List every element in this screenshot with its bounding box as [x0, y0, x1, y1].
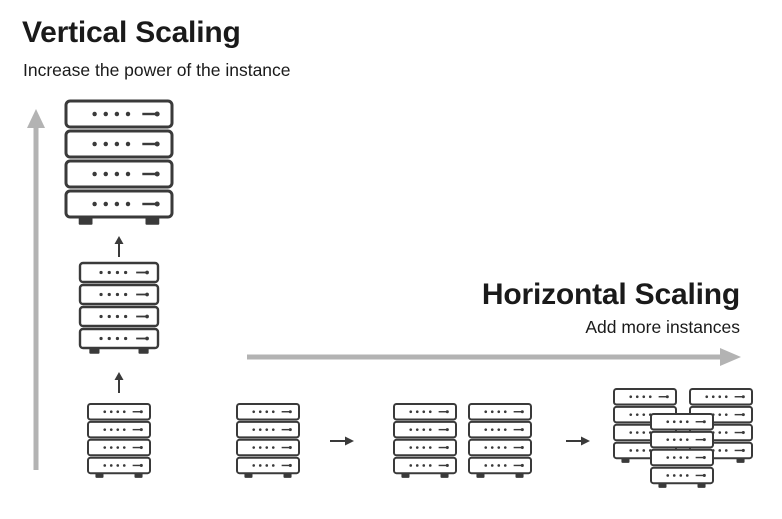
arrow-right-icon: [566, 436, 590, 446]
server-rack-icon: [87, 403, 151, 478]
horizontal-scaling-subtitle: Add more instances: [585, 317, 740, 337]
arrow-right-icon: [330, 436, 354, 446]
server-rack-icon: [64, 99, 174, 225]
vertical-scaling-subtitle: Increase the power of the instance: [23, 60, 291, 80]
server-rack-icon: [650, 413, 714, 488]
arrow-up-icon: [114, 372, 124, 393]
server-group: [64, 99, 753, 488]
horizontal-scaling-arrow: [247, 348, 741, 366]
server-rack-icon: [393, 403, 457, 478]
arrow-up-icon: [114, 236, 124, 257]
vertical-scaling-arrow: [27, 109, 45, 470]
server-rack-icon: [468, 403, 532, 478]
server-rack-icon: [236, 403, 300, 478]
server-rack-icon: [78, 261, 160, 354]
vertical-scaling-title: Vertical Scaling: [22, 16, 241, 49]
horizontal-scaling-title: Horizontal Scaling: [481, 278, 740, 311]
